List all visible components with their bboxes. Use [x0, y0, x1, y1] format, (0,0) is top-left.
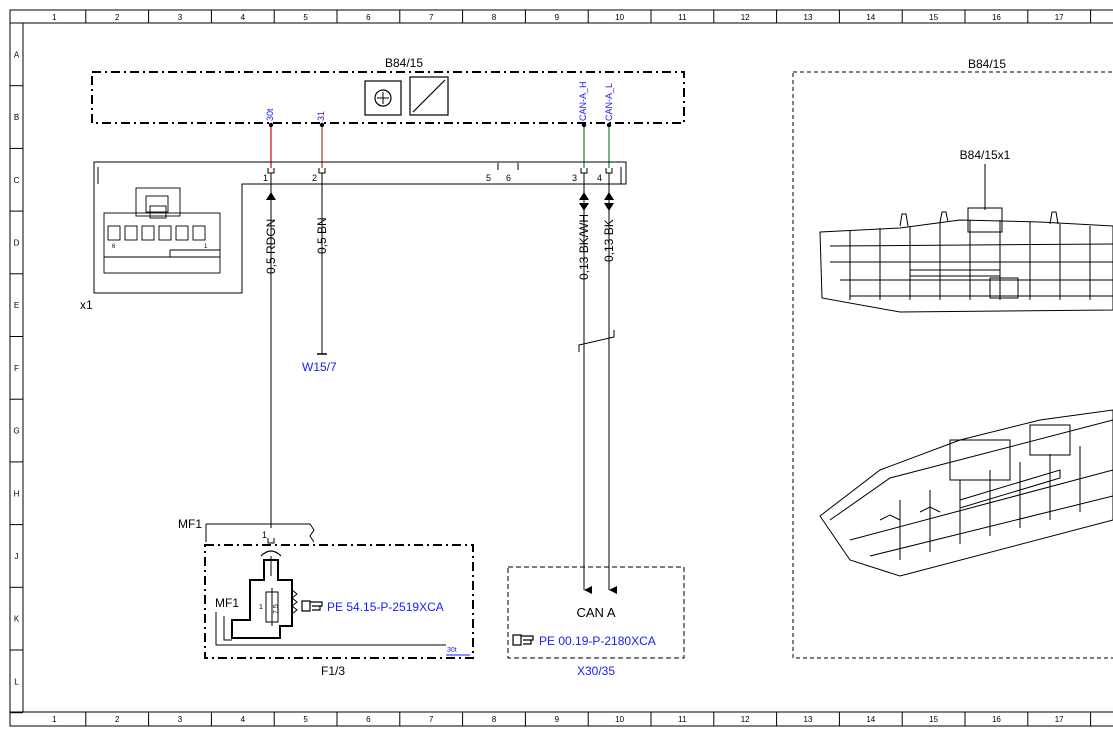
face-pin-6: 6: [112, 244, 116, 250]
grid-col-number: 6: [366, 13, 371, 22]
grid-col-number: 5: [303, 13, 308, 22]
hand-pointer-icon[interactable]: [301, 600, 323, 612]
ground-label: W15/7: [302, 360, 337, 374]
b84-15-component: B84/15 30t 31 CAN-A_H CAN-A_L: [91, 56, 685, 128]
photo-label: B84/15: [968, 57, 1006, 71]
wire-can-l: 0,13 BK: [602, 173, 617, 594]
grid-col-number: 11: [678, 13, 687, 22]
pin-can-a-l: CAN-A_L: [604, 83, 614, 121]
pin-can-a-h: CAN-A_H: [578, 81, 588, 121]
conn-pin-1: 1: [263, 173, 268, 183]
instrument-cluster-top-icon: [819, 207, 1113, 313]
mf1-connector-label: MF1: [178, 517, 202, 531]
fuse-inner-label: MF1: [215, 596, 239, 610]
grid-col-number: 10: [615, 13, 624, 22]
grid-row-letter: J: [15, 552, 19, 561]
wire-31: 0,5 BN W15/7: [302, 173, 337, 374]
grid-col-number: 12: [741, 13, 750, 22]
grid-col-number: 11: [678, 715, 687, 724]
component-label: B84/15: [385, 56, 423, 70]
grid-col-number: 3: [178, 715, 183, 724]
conn-pin-2: 2: [312, 173, 317, 183]
hand-pointer-icon[interactable]: [512, 634, 534, 646]
instrument-cluster-angled-icon: [819, 409, 1113, 577]
wire-label-bn: 0,5 BN: [315, 217, 329, 254]
grid-col-number: 8: [492, 13, 497, 22]
component-photo-panel: B84/15 B84/15x1: [792, 57, 1113, 659]
grid-col-number: 2: [115, 715, 120, 724]
grid-col-number: 7: [429, 13, 434, 22]
grid-col-number: 14: [866, 13, 875, 22]
fuse-icon: [231, 559, 293, 639]
grid-row-letter: L: [14, 677, 19, 686]
speaker-symbol-icon: [364, 80, 402, 116]
conn-pin-6: 6: [506, 173, 511, 183]
grid-col-number: 5: [303, 715, 308, 724]
pin-30t: 30t: [265, 108, 275, 121]
conn-pin-4: 4: [597, 173, 602, 183]
grid-col-number: 12: [741, 715, 750, 724]
sensor-symbol-icon: [409, 76, 449, 116]
grid-col-number: 6: [366, 715, 371, 724]
conn-pin-3: 3: [572, 173, 577, 183]
grid-col-number: 1: [52, 715, 57, 724]
grid-col-number: 9: [555, 13, 560, 22]
connector-x1: x1 1 2 5 6 3 4 6 1: [80, 161, 627, 312]
grid-col-number: 17: [1055, 13, 1064, 22]
grid-row-letter: E: [14, 301, 19, 310]
wire-label-bk: 0,13 BK: [602, 219, 616, 262]
fuse-block-label: F1/3: [321, 664, 345, 678]
twisted-pair-mark: [578, 330, 615, 352]
grid-col-number: 8: [492, 715, 497, 724]
grid-row-letter: H: [14, 489, 20, 498]
grid-col-number: 13: [804, 715, 813, 724]
fuse-block-f1-3: MF1 1 1 7,5 MF1 30t PE 54.15-P-2519XCA F…: [178, 517, 474, 678]
grid-row-letter: D: [14, 238, 20, 247]
grid-row-letter: B: [14, 113, 19, 122]
fuse-ref-link[interactable]: PE 54.15-P-2519XCA: [327, 600, 444, 614]
grid-col-number: 13: [804, 13, 813, 22]
grid-col-number: 1: [52, 13, 57, 22]
grid-col-number: 10: [615, 715, 624, 724]
grid-col-number: 16: [992, 715, 1001, 724]
grid-row-letter: A: [14, 50, 20, 59]
grid-col-number: 4: [241, 13, 246, 22]
can-block-label: X30/35: [577, 664, 615, 678]
wire-can-h: 0,13 BK/WH: [577, 173, 592, 594]
connector-face-icon: [103, 187, 221, 274]
grid-col-number: 15: [929, 13, 938, 22]
grid-row-letter: K: [14, 615, 20, 624]
grid-col-number: 16: [992, 13, 1001, 22]
fuse-terminal: 30t: [447, 647, 457, 654]
wire-30t: 0,5 RDGN: [264, 173, 278, 528]
conn-pin-5: 5: [486, 173, 491, 183]
grid-col-number: 4: [241, 715, 246, 724]
pin-31: 31: [316, 111, 326, 121]
drawing-frame: 1122334455667788991010111112121313141415…: [9, 9, 1113, 727]
can-a-block: CAN A PE 00.19-P-2180XCA X30/35: [507, 566, 685, 678]
grid-row-letter: C: [14, 176, 20, 185]
grid-col-number: 7: [429, 715, 434, 724]
fuse-pin: 1: [259, 604, 263, 611]
grid-col-number: 3: [178, 13, 183, 22]
grid-col-number: 9: [555, 715, 560, 724]
grid-row-letter: F: [14, 364, 19, 373]
can-title: CAN A: [576, 605, 615, 620]
wire-label-rdgn: 0,5 RDGN: [264, 219, 278, 274]
grid-col-number: 17: [1055, 715, 1064, 724]
connector-label: x1: [80, 298, 93, 312]
can-ref-link[interactable]: PE 00.19-P-2180XCA: [539, 634, 656, 648]
face-pin-1: 1: [204, 244, 208, 250]
grid-col-number: 2: [115, 13, 120, 22]
grid-col-number: 15: [929, 715, 938, 724]
wire-label-bkwh: 0,13 BK/WH: [577, 214, 591, 280]
mf1-pin: 1: [262, 530, 267, 540]
grid-col-number: 14: [866, 715, 875, 724]
fuse-rating: 7,5: [273, 604, 280, 614]
photo-connector-label: B84/15x1: [960, 148, 1011, 162]
grid-row-letter: G: [13, 427, 19, 436]
